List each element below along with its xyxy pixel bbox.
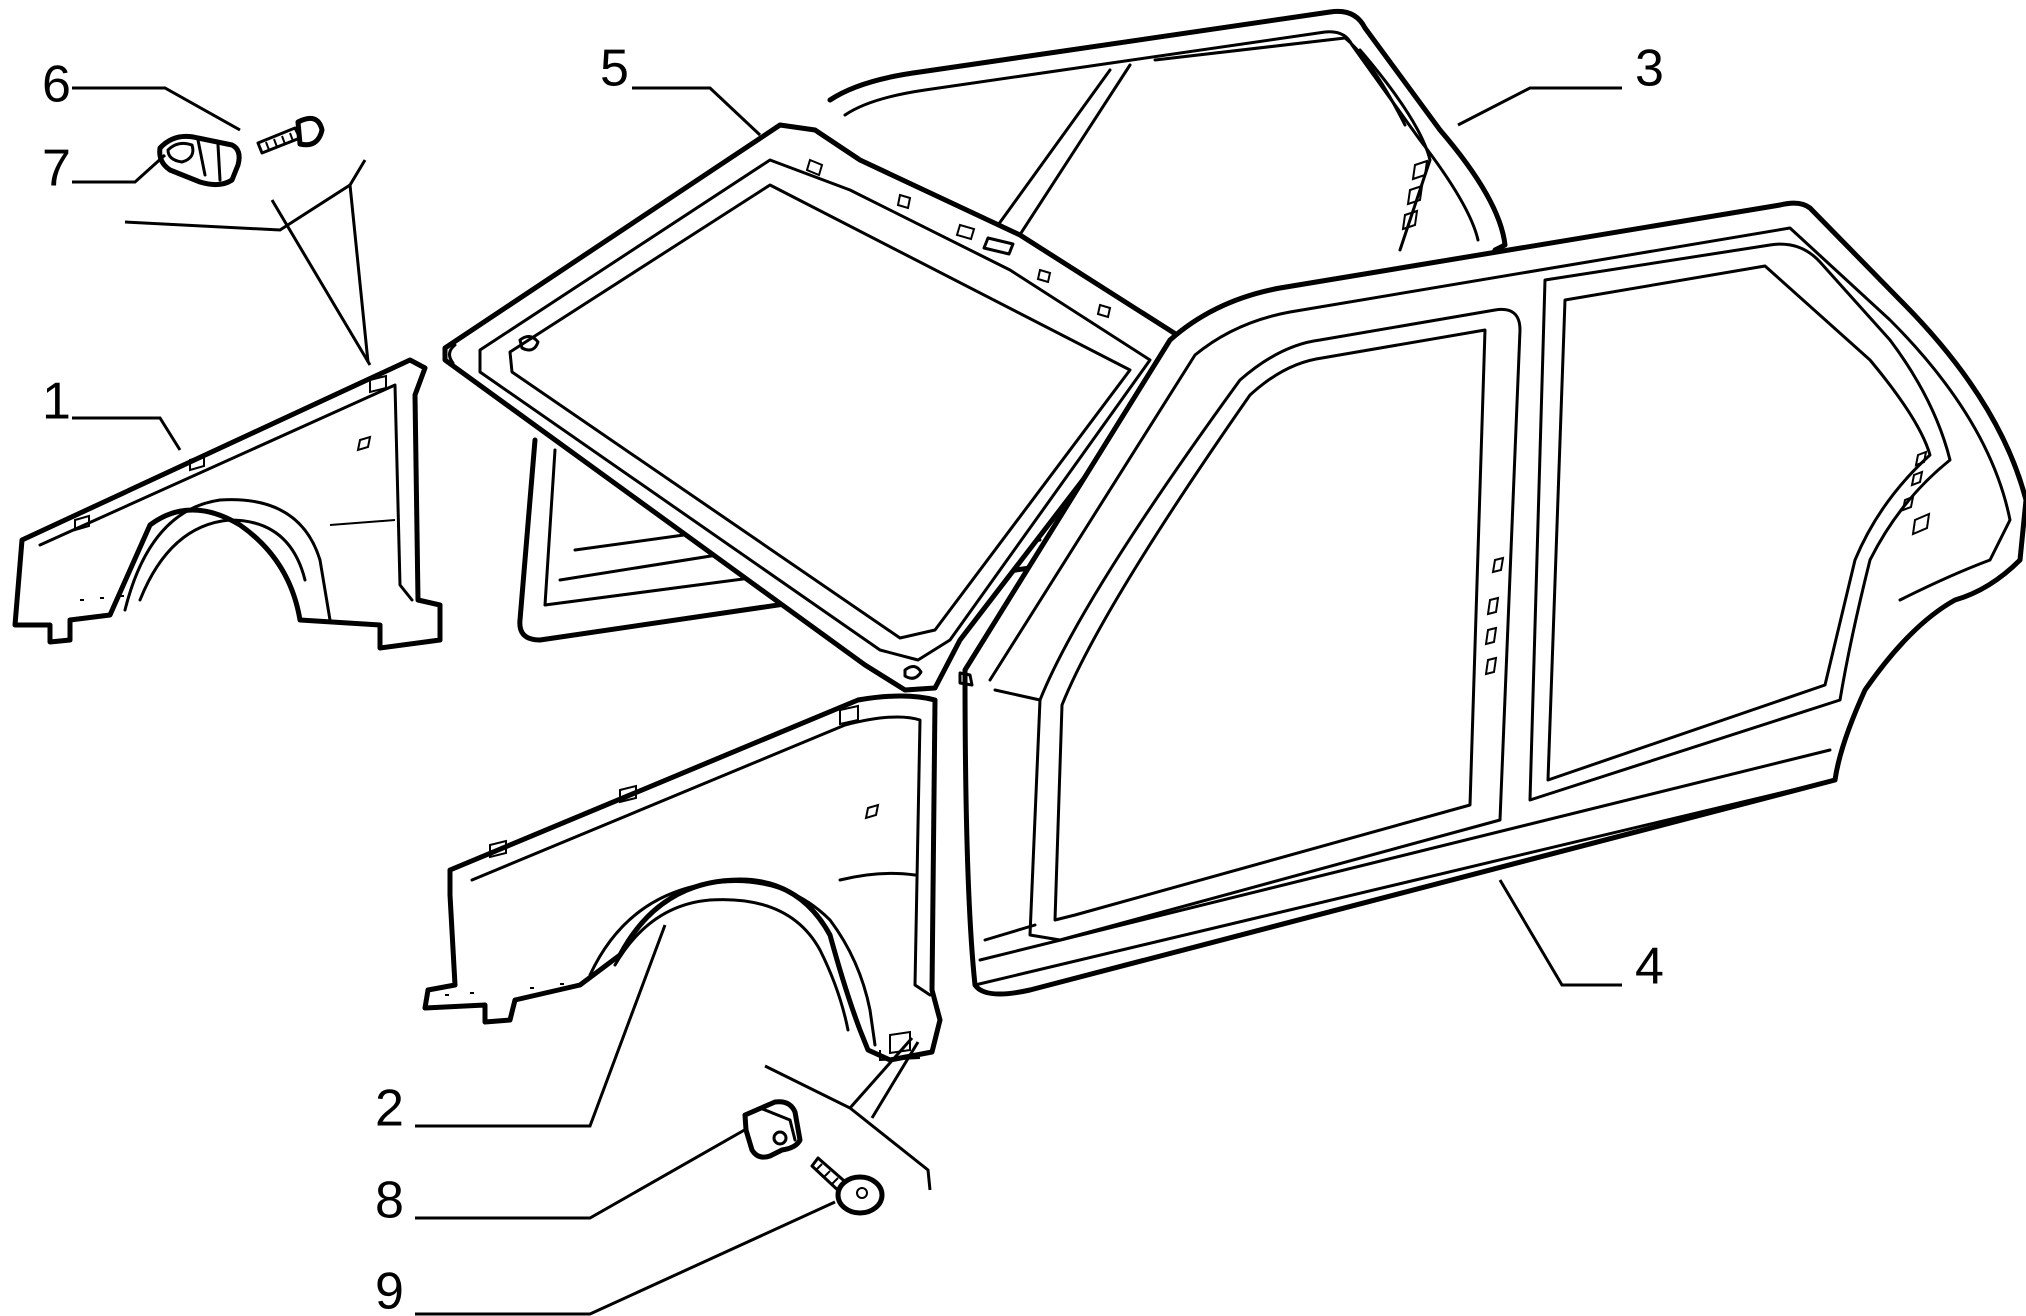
callout-2: 2 — [375, 1080, 404, 1138]
front-fender-large — [422, 693, 943, 1063]
callout-4: 4 — [1635, 938, 1664, 996]
callout-labels: 6 7 1 5 3 4 2 8 9 — [42, 40, 1664, 1316]
callout-9: 9 — [375, 1263, 404, 1316]
clip-part-7 — [157, 133, 242, 188]
screw-part-9 — [810, 1156, 885, 1216]
windscreen-frame-panel — [442, 122, 1188, 693]
outer-body-side-panel — [958, 200, 2026, 997]
callout-1: 1 — [42, 373, 71, 431]
leader-lines — [72, 86, 1622, 1316]
front-fender-small — [12, 357, 443, 651]
callout-8: 8 — [375, 1172, 404, 1230]
callout-3: 3 — [1635, 40, 1664, 98]
callout-7: 7 — [42, 140, 71, 198]
nut-part-8 — [742, 1099, 803, 1160]
callout-5: 5 — [600, 40, 629, 98]
callout-6: 6 — [42, 56, 71, 114]
bolt-part-6 — [256, 115, 325, 155]
